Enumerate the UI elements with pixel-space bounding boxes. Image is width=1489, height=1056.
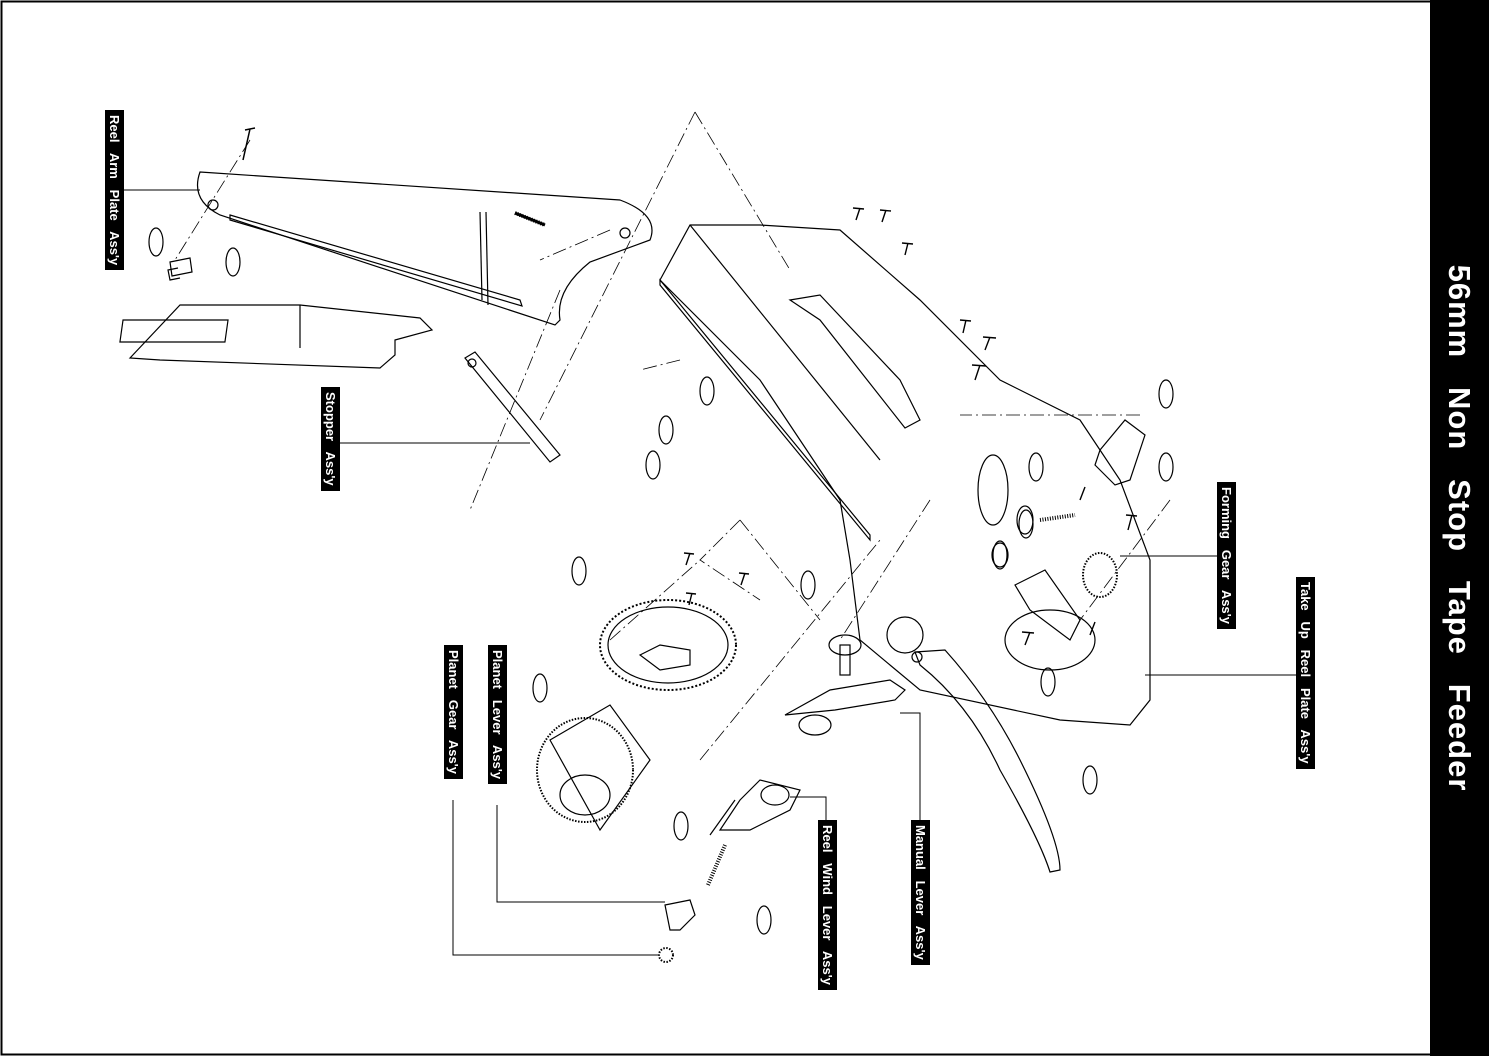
label-planet-lever: Planet Lever Ass'y — [488, 645, 507, 784]
planet-gear-cylinder — [537, 705, 650, 830]
shaft — [829, 635, 861, 675]
label-stopper: Stopper Ass'y — [321, 387, 340, 491]
spring-2 — [1040, 515, 1075, 520]
diagram-title: 56mm Non Stop Tape Feeder — [1441, 265, 1477, 792]
label-manual-lever: Manual Lever Ass'y — [911, 820, 930, 965]
manual-lever — [912, 650, 1060, 872]
manual-lever-bracket — [785, 680, 905, 735]
large-gear — [600, 600, 736, 690]
screws — [684, 208, 1137, 645]
spring-3 — [708, 845, 725, 885]
callout-balloons — [149, 228, 1173, 934]
label-reel-arm-plate: Reel Arm Plate Ass'y — [105, 110, 124, 270]
label-planet-gear: Planet Gear Ass'y — [444, 645, 463, 779]
planet-lever — [665, 900, 695, 930]
take-up-reel-plate — [660, 225, 1150, 725]
forming-bracket — [1015, 570, 1080, 640]
stopper-bracket — [120, 305, 432, 368]
reel-arm-plate — [168, 128, 652, 325]
label-forming-gear: Forming Gear Ass'y — [1217, 482, 1236, 629]
reel-wind-lever — [710, 780, 800, 835]
label-take-up-reel-plate: Take Up Reel Plate Ass'y — [1296, 577, 1315, 769]
forming-gear — [1083, 420, 1145, 597]
planet-gear — [659, 948, 673, 962]
label-reel-wind-lever: Reel Wind Lever Ass'y — [818, 820, 837, 990]
